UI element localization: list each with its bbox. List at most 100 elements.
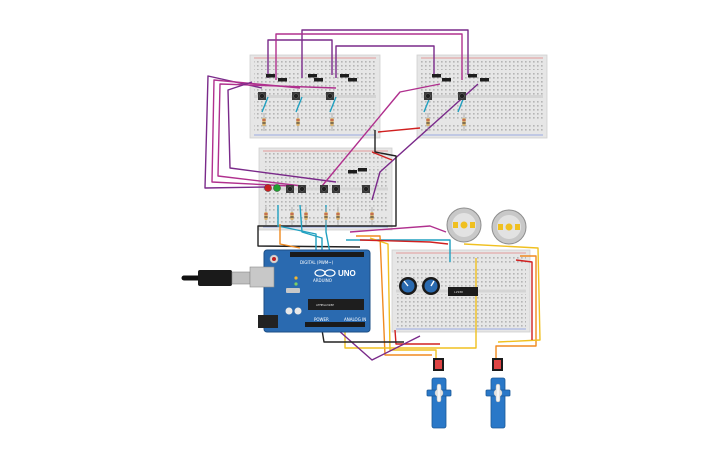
terminal-holes-bottom — [421, 99, 543, 121]
sensor-module-9[interactable] — [468, 74, 477, 78]
resistor-10[interactable] — [336, 207, 340, 225]
wire-magenta-6[interactable] — [211, 79, 301, 187]
wire-magenta-9[interactable] — [321, 83, 441, 187]
wire-red-29[interactable] — [359, 239, 449, 245]
breadboard-1[interactable] — [249, 54, 381, 139]
pushbutton-7[interactable] — [298, 185, 306, 193]
pushbutton-2[interactable] — [292, 92, 300, 100]
sensor-module-10[interactable] — [480, 78, 489, 82]
wire-yellow-28[interactable] — [344, 258, 477, 349]
wire-purple-3[interactable] — [335, 45, 435, 78]
pushbutton-3[interactable] — [326, 92, 334, 100]
dc-motor-2[interactable] — [491, 209, 527, 245]
motor-driver-chip[interactable]: L293D — [448, 287, 478, 296]
resistor-2[interactable] — [296, 113, 300, 131]
resistor-body — [426, 118, 430, 126]
led-2[interactable] — [273, 184, 281, 192]
sensor-module-1[interactable] — [266, 74, 275, 78]
wire-purple-8[interactable] — [227, 81, 337, 183]
wire-cyan-16[interactable] — [329, 96, 337, 113]
wire-cyan-14[interactable] — [261, 96, 269, 113]
analog-power-header[interactable] — [305, 322, 365, 327]
resistor-band — [262, 122, 266, 124]
led-1[interactable] — [264, 184, 272, 192]
wire-orange-25[interactable] — [495, 255, 537, 360]
resistor-1[interactable] — [262, 113, 266, 131]
wire-cyan-20[interactable] — [299, 204, 323, 253]
sensor-module-2[interactable] — [278, 78, 287, 82]
sensor-module-5[interactable] — [340, 74, 349, 78]
wire-cyan-19[interactable] — [277, 205, 317, 253]
digital-header[interactable] — [290, 252, 364, 257]
pushbutton-10[interactable] — [362, 185, 370, 193]
resistor-band — [330, 122, 334, 124]
wire-magenta-33[interactable] — [349, 225, 447, 233]
wire-red-13[interactable] — [371, 151, 393, 161]
resistor-7[interactable] — [290, 207, 294, 225]
wire-orange-23[interactable] — [279, 224, 301, 249]
pushbutton-1[interactable] — [258, 92, 266, 100]
breadboard-2[interactable] — [416, 54, 548, 139]
wire-red-31[interactable] — [515, 259, 533, 340]
resistor-band — [290, 213, 294, 215]
pushbutton-cap — [287, 186, 293, 192]
sensor-module-6[interactable] — [348, 78, 357, 82]
sensor-module-3[interactable] — [308, 74, 317, 78]
power-header-label: POWER — [314, 317, 329, 322]
pushbutton-cap — [459, 93, 465, 99]
servo-motor-1[interactable] — [426, 358, 452, 429]
pushbutton-4[interactable] — [424, 92, 432, 100]
sensor-module-11[interactable] — [348, 170, 357, 174]
servo-motor-2[interactable] — [485, 358, 511, 429]
arduino-uno-board[interactable]: DIGITAL (PWM~) UNO ARDUINO ATMEGA328P PO… — [249, 249, 371, 333]
resistor-band — [304, 213, 308, 215]
wire-yellow-26[interactable] — [369, 237, 437, 360]
pushbutton-6[interactable] — [286, 185, 294, 193]
dc-motor-1[interactable] — [446, 207, 482, 243]
resistor-6[interactable] — [264, 207, 268, 225]
sensor-module-12[interactable] — [358, 168, 367, 172]
pushbutton-5[interactable] — [458, 92, 466, 100]
wire-yellow-27[interactable] — [463, 243, 541, 343]
wire-purple-10[interactable] — [371, 83, 479, 201]
resistor-band — [370, 213, 374, 215]
resistor-5[interactable] — [462, 113, 466, 131]
resistor-11[interactable] — [370, 207, 374, 225]
wire-magenta-7[interactable] — [217, 83, 337, 187]
analog-header-label: ANALOG IN — [344, 317, 366, 322]
rail-holes-bottom — [421, 123, 543, 133]
resistor-band — [296, 122, 300, 124]
wire-purple-1[interactable] — [267, 39, 333, 78]
led-body — [264, 184, 272, 192]
wire-purple-2[interactable] — [301, 29, 469, 78]
wire-black-34[interactable] — [321, 329, 404, 343]
arduino-brand: ARDUINO — [313, 278, 332, 283]
usb-cable[interactable] — [181, 270, 251, 286]
resistor-body — [264, 212, 268, 220]
resistor-9[interactable] — [324, 207, 328, 225]
potentiometer-2[interactable] — [422, 277, 440, 295]
resistor-body — [296, 118, 300, 126]
wire-red-12[interactable] — [377, 127, 421, 133]
sensor-module-8[interactable] — [442, 78, 451, 82]
resistor-8[interactable] — [304, 207, 308, 225]
resistor-band — [264, 213, 268, 215]
capacitor-2 — [294, 307, 302, 315]
potentiometer-1[interactable] — [399, 277, 417, 295]
pushbutton-8[interactable] — [320, 185, 328, 193]
wire-purple-32[interactable] — [337, 329, 421, 361]
wire-black-11[interactable] — [257, 130, 397, 248]
sensor-module-4[interactable] — [314, 78, 323, 82]
wire-red-30[interactable] — [394, 329, 440, 345]
wire-orange-24[interactable] — [356, 235, 432, 356]
wire-cyan-15[interactable] — [295, 96, 303, 113]
wire-magenta-4[interactable] — [275, 33, 463, 80]
components — [258, 74, 489, 225]
resistor-3[interactable] — [330, 113, 334, 131]
resistor-4[interactable] — [426, 113, 430, 131]
sensor-module-7[interactable] — [432, 74, 441, 78]
terminal-holes-top — [421, 73, 543, 95]
resistor-body — [330, 118, 334, 126]
pushbutton-9[interactable] — [332, 185, 340, 193]
